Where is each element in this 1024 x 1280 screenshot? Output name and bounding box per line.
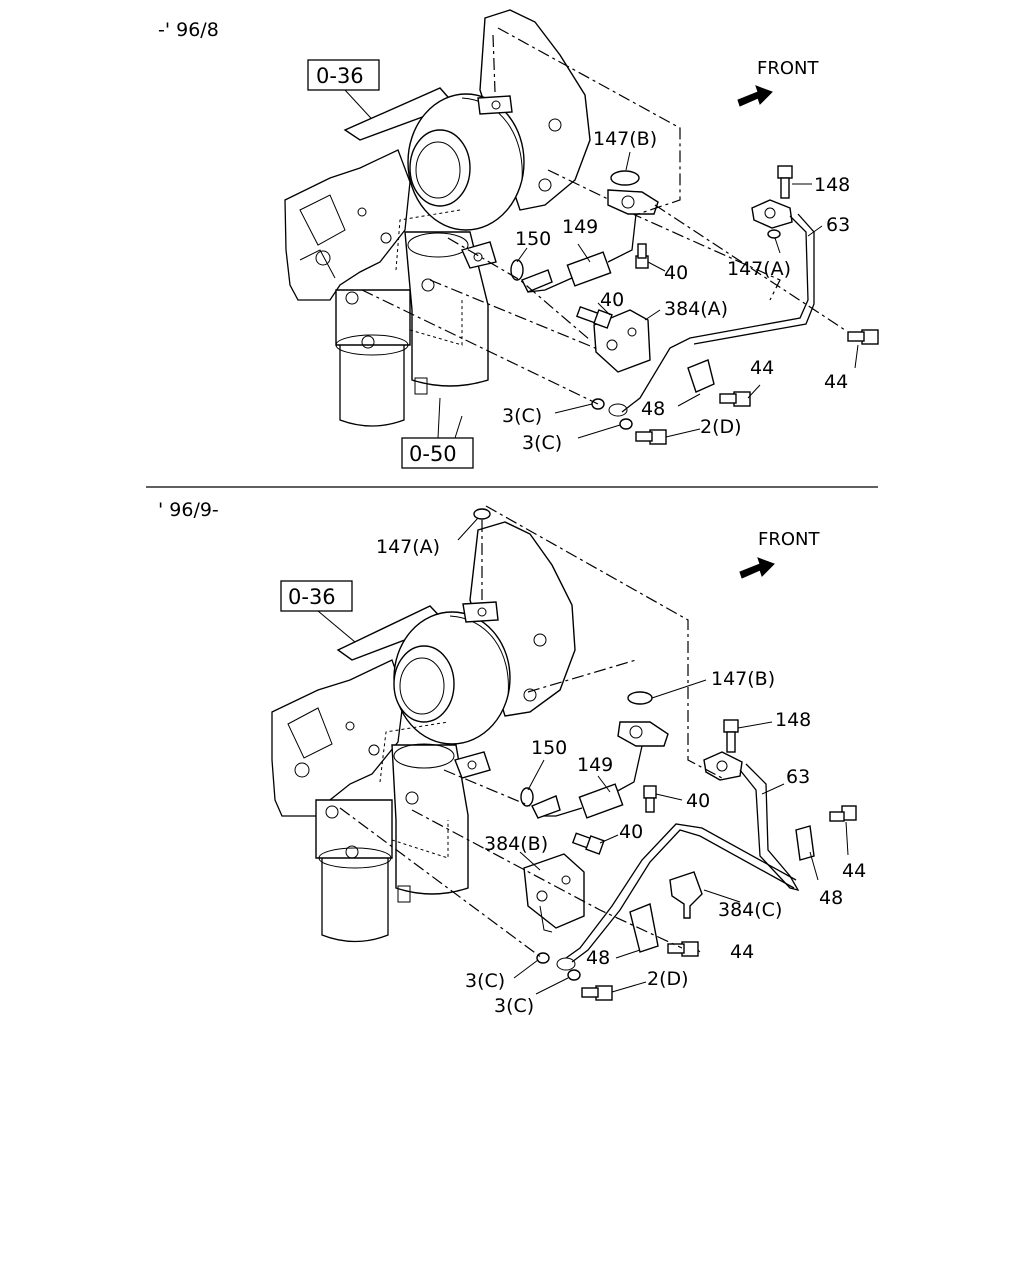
bottom-oil-filter-left [315,799,393,943]
top-front-label: FRONT [757,58,819,79]
bottom-bolt-148 [723,719,739,753]
top-bolt-44-lower [719,391,751,407]
bottom-clamp-48-lower [629,903,659,953]
top-turbocharger [343,9,591,231]
top-diagram: -' 96/8 FRONT 0-36 0-50 [158,9,879,469]
top-oil-feed-pipe [461,189,659,293]
bottom-turbocharger [336,521,576,745]
top-bolt-40-lower [575,305,613,329]
top-callout-48: 48 [641,398,665,420]
bottom-callout-147b: 147(B) [711,668,775,690]
bottom-ref-box-036 [280,580,353,612]
top-bolt-2d [635,429,667,445]
bottom-clamp-48-right [795,825,815,861]
bottom-front-arrow-icon [739,557,775,579]
bottom-engine-block [271,659,405,817]
bottom-oring-147b [627,691,653,705]
bottom-callout-2d: 2(D) [647,968,689,990]
top-callout-63: 63 [826,214,850,236]
bottom-callout-149: 149 [577,754,613,776]
top-callout-44-right: 44 [824,371,848,393]
bottom-washer-3c-2 [567,969,581,981]
bottom-callout-63: 63 [786,766,810,788]
bottom-callout-40-upper: 40 [686,790,710,812]
top-period-label: -' 96/8 [158,19,219,41]
bottom-bracket-384b [523,853,585,933]
top-bolt-148 [777,165,793,199]
bottom-leaders [457,517,849,995]
top-callout-147b: 147(B) [593,128,657,150]
bottom-period-label: ' 96/9- [158,499,219,521]
bottom-bolt-40-upper [643,785,657,813]
bottom-callout-48-right: 48 [819,887,843,909]
top-ref-box-036 [307,59,380,91]
top-callout-2d: 2(D) [700,416,742,438]
bottom-bracket-384c [669,871,703,919]
top-callout-3c-2: 3(C) [522,432,562,454]
bottom-callout-384c: 384(C) [718,899,782,921]
top-callout-44-lower: 44 [750,357,774,379]
top-ref-050: 0-50 [409,442,457,466]
bottom-bolt-2d [581,985,613,1001]
top-callout-149: 149 [562,216,598,238]
top-bolt-40-upper [635,243,649,269]
bottom-callout-44-lower: 44 [730,941,754,963]
bottom-callout-3c-1: 3(C) [465,970,505,992]
top-washer-3c-2 [619,418,633,430]
top-callout-147a: 147(A) [727,258,791,280]
bottom-callout-148: 148 [775,709,811,731]
bottom-diagram: ' 96/9- FRONT 0-36 [158,499,866,1017]
top-callout-3c-1: 3(C) [502,405,542,427]
bottom-callout-150: 150 [531,737,567,759]
top-leaders [516,151,859,439]
top-callout-40-lower: 40 [600,289,624,311]
bottom-oring-150 [520,787,534,807]
top-oil-filter-left [335,289,411,427]
bottom-callout-384b: 384(B) [484,833,548,855]
top-oil-return-pipe [608,199,815,417]
top-callout-150: 150 [515,228,551,250]
bottom-callout-147a: 147(A) [376,536,440,558]
bottom-ref-036: 0-36 [288,585,336,609]
bottom-oil-filter-right [391,743,469,903]
top-ref-box-050 [401,437,474,469]
bottom-oring-147a [473,508,491,520]
top-oring-147a [767,229,781,239]
top-oil-filter-right [404,231,489,395]
bottom-bolt-44-upper [829,805,857,822]
bottom-oil-feed-pipe [454,721,669,819]
top-ref-036: 0-36 [316,64,364,88]
top-engine-block [284,149,411,301]
top-oring-150 [510,259,524,281]
bottom-callout-3c-2: 3(C) [494,995,534,1017]
top-oring-147b [610,170,640,186]
bottom-bolt-40-lower [571,832,605,855]
bottom-bolt-44-lower [667,941,699,957]
top-bolt-44-right [847,329,879,345]
bottom-callout-44-upper: 44 [842,860,866,882]
bottom-front-label: FRONT [758,529,820,550]
bottom-callout-40-lower: 40 [619,821,643,843]
bottom-washer-3c-1 [536,952,550,964]
top-front-arrow-icon [737,85,773,107]
top-callout-384a: 384(A) [664,298,728,320]
bottom-callout-48-lower: 48 [586,947,610,969]
top-callout-40-upper: 40 [664,262,688,284]
bottom-oil-return-pipe [556,751,800,971]
top-clamp-48 [687,359,715,393]
top-callout-148: 148 [814,174,850,196]
